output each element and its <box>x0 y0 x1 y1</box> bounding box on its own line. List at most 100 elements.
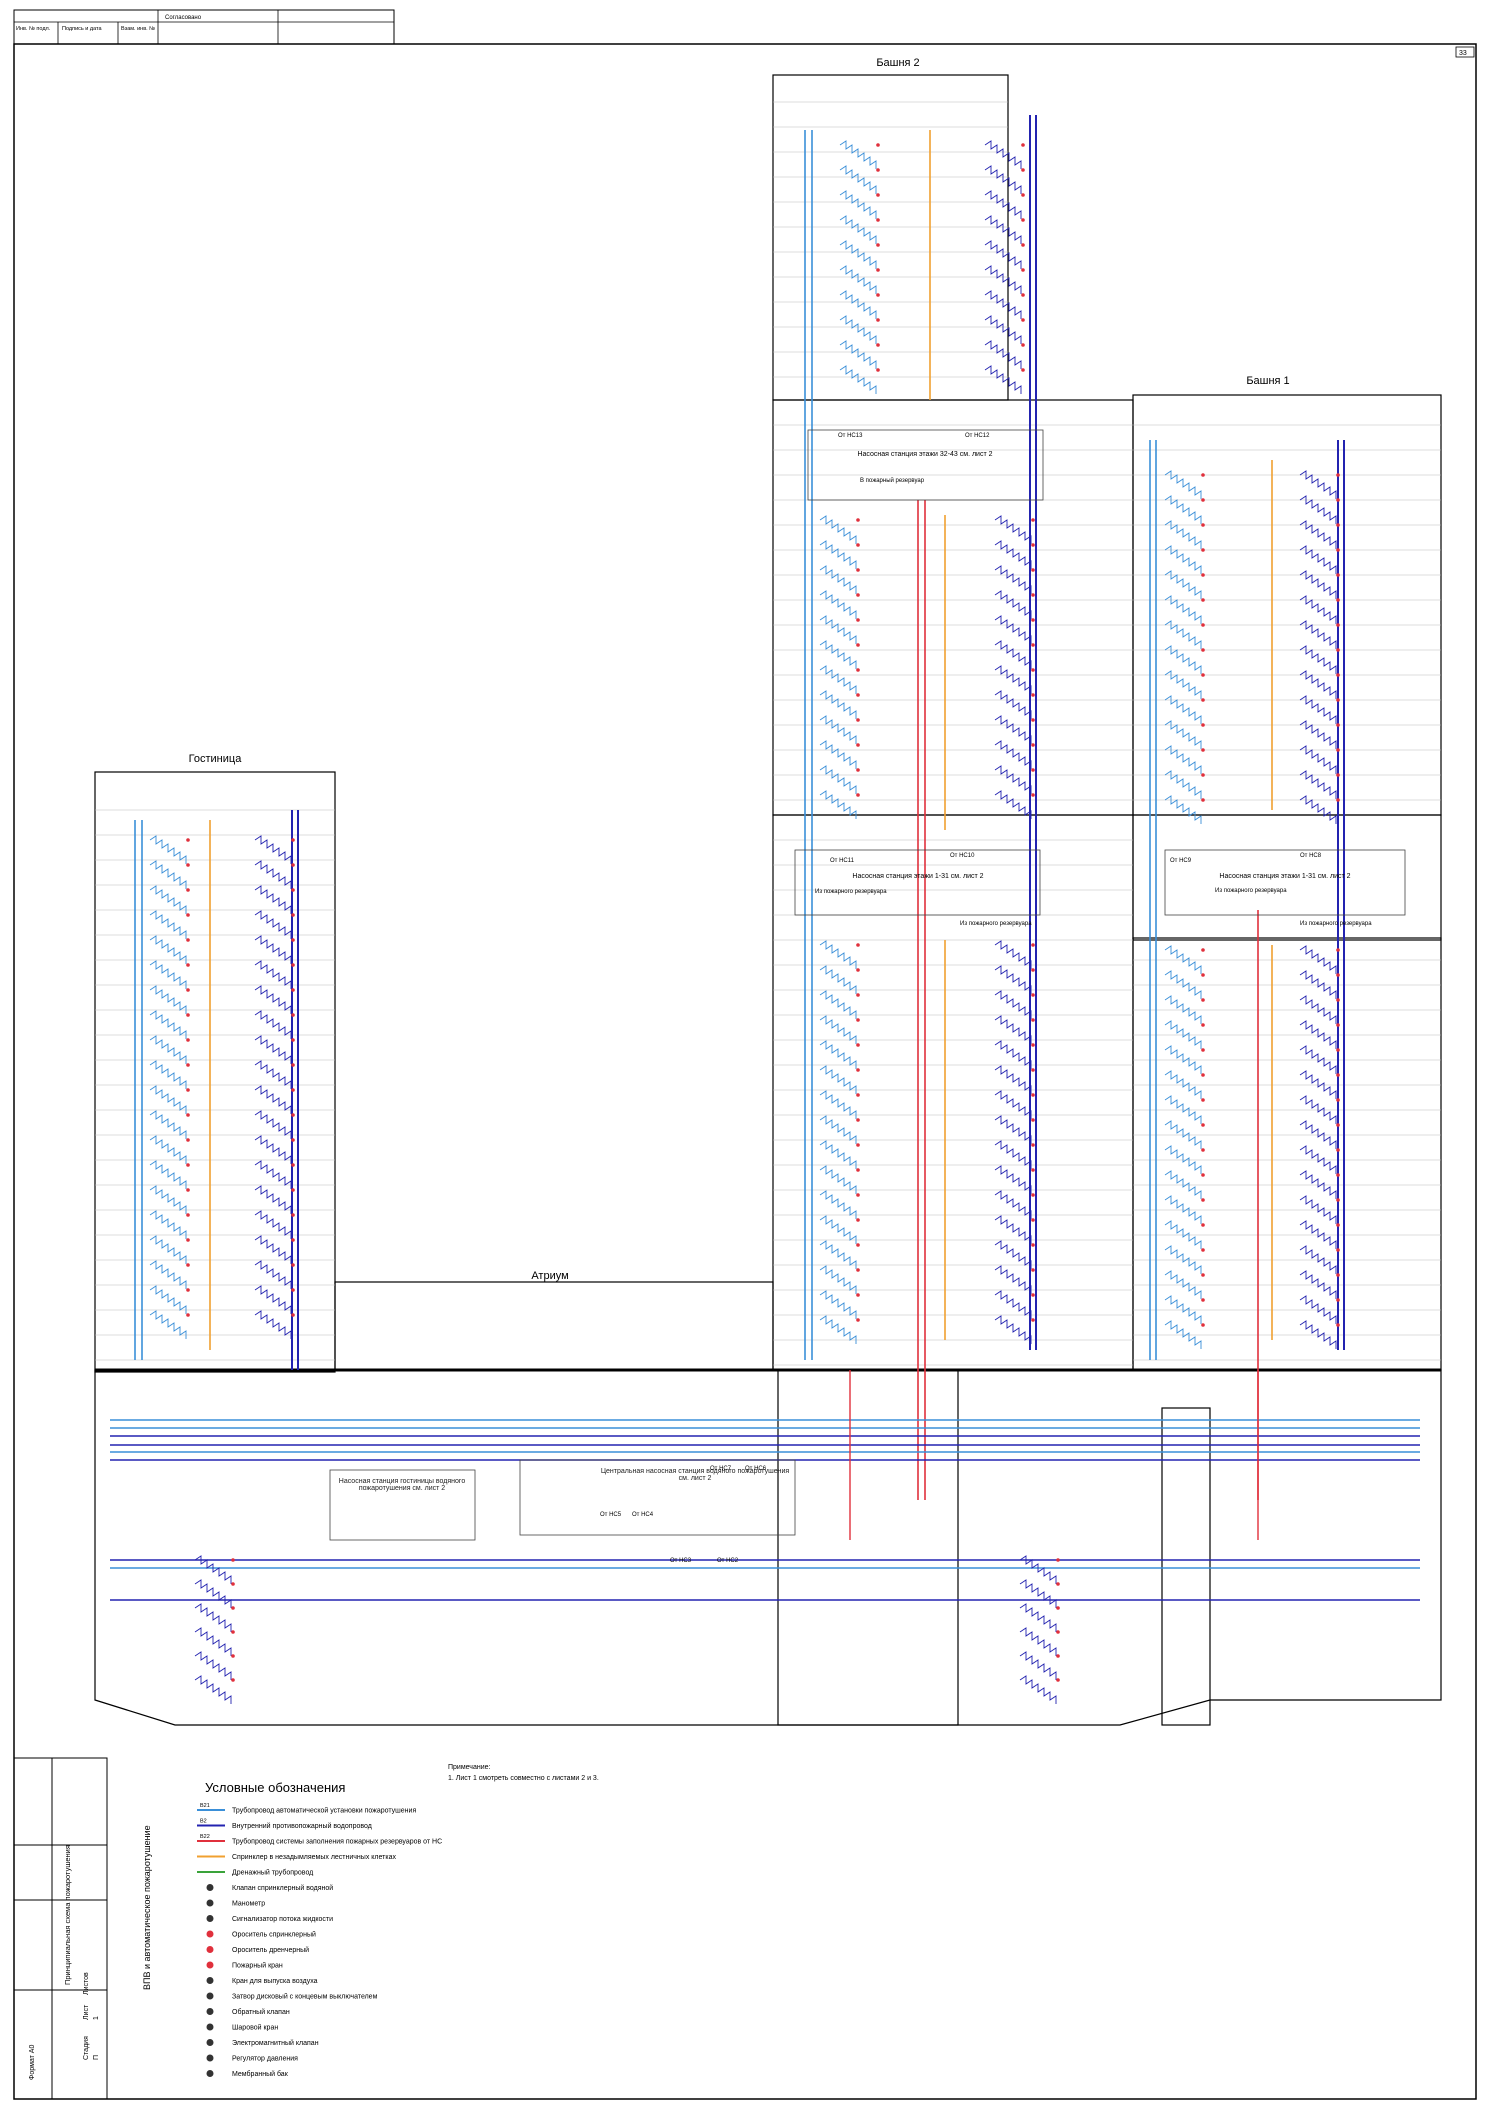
sprinkler-branch <box>984 290 1022 319</box>
sprinkler-head <box>1336 773 1340 777</box>
sprinkler-branch <box>149 835 187 864</box>
sprinkler-cluster <box>994 515 1035 544</box>
pump-station-label: Насосная станция этажи 1-31 см. лист 2 <box>852 873 983 880</box>
sprinkler-head <box>876 143 880 147</box>
sprinkler-head <box>1336 698 1340 702</box>
sprinkler-head <box>1031 718 1035 722</box>
sprinkler-branch <box>1299 1320 1337 1349</box>
sprinkler-head <box>1031 768 1035 772</box>
sprinkler-cluster <box>819 1165 860 1194</box>
sprinkler-cluster <box>1164 1020 1205 1049</box>
sprinkler-branch <box>819 1215 857 1244</box>
sprinkler-cluster <box>194 1627 235 1656</box>
sprinkler-cluster <box>819 1090 860 1119</box>
sprinkler-head <box>856 1168 860 1172</box>
sprinkler-head <box>1056 1678 1060 1682</box>
sprinkler-cluster <box>819 590 860 619</box>
sprinkler-branch <box>1164 1220 1202 1249</box>
sprinkler-cluster <box>819 1190 860 1219</box>
sprinkler-branch <box>254 910 292 939</box>
sprinkler-head <box>1201 473 1205 477</box>
sprinkler-cluster <box>254 835 295 864</box>
sprinkler-cluster <box>1164 670 1205 699</box>
sprinkler-head <box>1201 1048 1205 1052</box>
sprinkler-branch <box>1164 970 1202 999</box>
legend-label: Электромагнитный клапан <box>232 2039 319 2047</box>
sprinkler-head <box>1336 1073 1340 1077</box>
sprinkler-branch <box>819 1015 857 1044</box>
sprinkler-cluster <box>984 315 1025 344</box>
reservoir-label: Из пожарного резервуара <box>960 921 1032 927</box>
sprinkler-branch <box>1299 795 1337 824</box>
sprinkler-branch <box>819 740 857 769</box>
sprinkler-head <box>1201 1198 1205 1202</box>
sprinkler-head <box>856 643 860 647</box>
sprinkler-cluster <box>1164 1220 1205 1249</box>
sprinkler-head <box>876 343 880 347</box>
sprinkler-branch <box>984 315 1022 344</box>
sprinkler-cluster <box>819 1290 860 1319</box>
sprinkler-cluster <box>984 365 1025 394</box>
sprinkler-head <box>291 938 295 942</box>
sprinkler-head <box>186 1063 190 1067</box>
sheet-number: 33 <box>1459 50 1467 57</box>
sprinkler-head <box>231 1582 235 1586</box>
sprinkler-branch <box>1299 770 1337 799</box>
sprinkler-branch <box>1299 1095 1337 1124</box>
sprinkler-cluster <box>254 1210 295 1239</box>
sprinkler-head <box>1336 673 1340 677</box>
sprinkler-head <box>186 863 190 867</box>
sprinkler-cluster <box>254 1110 295 1139</box>
sprinkler-branch <box>1299 1045 1337 1074</box>
stamp-vzam: Взам. инв. № <box>121 26 155 32</box>
sprinkler-cluster <box>994 1190 1035 1219</box>
sprinkler-cluster <box>819 765 860 794</box>
sprinkler-head <box>291 838 295 842</box>
sprinkler-head <box>856 1093 860 1097</box>
sprinkler-head <box>1336 948 1340 952</box>
sprinkler-head <box>1056 1606 1060 1610</box>
sprinkler-head <box>856 1218 860 1222</box>
sprinkler-cluster <box>984 190 1025 219</box>
tower1-title: Башня 1 <box>1246 375 1289 387</box>
sprinkler-branch <box>1019 1675 1057 1704</box>
sprinkler-head <box>1336 1023 1340 1027</box>
sprinkler-cluster <box>1299 945 1340 974</box>
sprinkler-head <box>1201 648 1205 652</box>
sprinkler-branch <box>819 940 857 969</box>
sprinkler-branch <box>1164 1295 1202 1324</box>
sprinkler-head <box>1336 1273 1340 1277</box>
titleblock-sheet-label: Лист <box>83 2004 90 2020</box>
sprinkler-head <box>1336 573 1340 577</box>
atrium-title: Атриум <box>531 1270 568 1282</box>
sprinkler-branch <box>994 665 1032 694</box>
sprinkler-cluster <box>149 835 190 864</box>
sprinkler-cluster <box>254 960 295 989</box>
sprinkler-branch <box>984 215 1022 244</box>
sprinkler-cluster <box>1164 1270 1205 1299</box>
sprinkler-branch <box>819 540 857 569</box>
sprinkler-branch <box>149 1110 187 1139</box>
sprinkler-head <box>1336 1173 1340 1177</box>
sprinkler-branch <box>254 1210 292 1239</box>
sprinkler-branch <box>149 910 187 939</box>
sprinkler-cluster <box>1164 570 1205 599</box>
titleblock-stage-label: Стадия <box>83 2036 90 2060</box>
sprinkler-cluster <box>254 1010 295 1039</box>
sprinkler-cluster <box>839 315 880 344</box>
sprinkler-cluster <box>1164 1045 1205 1074</box>
sprinkler-cluster <box>1299 645 1340 674</box>
sprinkler-branch <box>994 1240 1032 1269</box>
sprinkler-branch <box>1299 520 1337 549</box>
sprinkler-head <box>1021 268 1025 272</box>
sprinkler-head <box>1021 218 1025 222</box>
notes-title: Примечание: <box>448 1764 491 1771</box>
sprinkler-cluster <box>839 290 880 319</box>
sprinkler-branch <box>819 690 857 719</box>
sprinkler-head <box>876 293 880 297</box>
ns-label: От НС4 <box>632 1512 654 1518</box>
sprinkler-branch <box>1164 695 1202 724</box>
sprinkler-branch <box>1019 1603 1057 1632</box>
sprinkler-cluster <box>254 1060 295 1089</box>
sprinkler-branch <box>254 885 292 914</box>
